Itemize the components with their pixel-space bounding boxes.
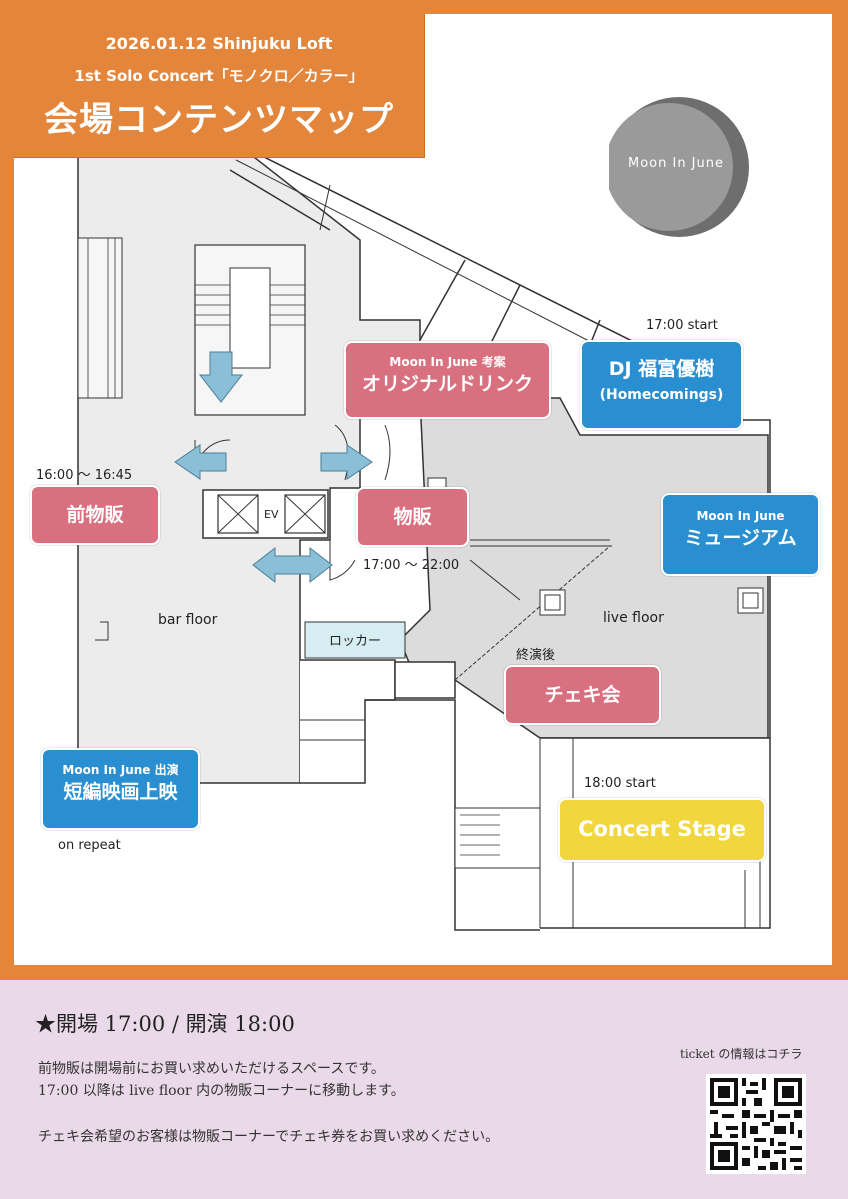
dj-time: 17:00 start (646, 318, 718, 333)
merch-main: 物販 (393, 506, 432, 528)
bar-floor-label: bar floor (158, 612, 218, 628)
floor-plan: EV ロッカー (77, 142, 771, 931)
event-subtitle: 1st Solo Concert「モノクロ／カラー」 (74, 67, 364, 85)
locker-label: ロッカー (329, 634, 381, 649)
arrow-left-icon (174, 444, 227, 480)
arrow-right-icon (320, 444, 373, 480)
event-date-venue: 2026.01.12 Shinjuku Loft (105, 34, 333, 53)
qr-code-icon[interactable] (706, 1074, 806, 1174)
film-note: on repeat (58, 838, 121, 853)
drink-main: オリジナルドリンク (361, 373, 533, 395)
concert-stage-label: Concert Stage (558, 798, 766, 862)
qr-caption: ticket の情報はコチラ (680, 1047, 803, 1061)
header-panel: 2026.01.12 Shinjuku Loft 1st Solo Concer… (14, 14, 425, 158)
footer-line-2: 17:00 以降は live floor 内の物販コーナーに移動します。 (38, 1083, 405, 1099)
stage-time: 18:00 start (584, 776, 656, 791)
footer-line-1: 前物販は開場前にお買い求めいただけるスペースです。 (38, 1061, 385, 1077)
cheki-label: チェキ会 (504, 665, 661, 725)
dj-main: DJ 福富優樹 (608, 358, 715, 380)
museum-sub: Moon In June (696, 509, 785, 523)
cheki-main: チェキ会 (544, 684, 621, 706)
arrow-down-icon (198, 351, 244, 403)
museum-main: ミュージアム (684, 527, 797, 549)
stage-main: Concert Stage (578, 817, 746, 841)
dj-sub: (Homecomings) (599, 387, 724, 403)
merch-time: 17:00 〜 22:00 (363, 558, 460, 573)
brand-logo-text: Moon In June (627, 156, 724, 171)
drink-sub: Moon In June 考案 (389, 355, 506, 369)
dj-label: DJ 福富優樹 (Homecomings) (580, 340, 743, 430)
live-floor-label: live floor (603, 610, 664, 626)
pre-merch-main: 前物販 (66, 504, 124, 526)
ev-label: EV (264, 508, 279, 521)
original-drink-label: Moon In June 考案 オリジナルドリンク (344, 341, 551, 419)
pre-merch-label: 前物販 (30, 485, 160, 545)
pre-merch-time: 16:00 〜 16:45 (36, 468, 133, 483)
cheki-time: 終演後 (516, 648, 556, 663)
moon-icon (609, 97, 749, 237)
museum-label: Moon In June ミュージアム (661, 493, 820, 576)
arrow-both-icon (252, 546, 333, 584)
footer-line-3: チェキ会希望のお客様は物販コーナーでチェキ券をお買い求めください。 (38, 1129, 500, 1145)
open-start-times: ★開場 17:00 / 開演 18:00 (35, 1012, 295, 1036)
merch-label: 物販 (356, 487, 469, 547)
page-title: 会場コンテンツマップ (44, 100, 394, 140)
film-sub: Moon In June 出演 (62, 763, 179, 777)
film-main: 短編映画上映 (63, 781, 178, 803)
film-label: Moon In June 出演 短編映画上映 (41, 748, 200, 830)
